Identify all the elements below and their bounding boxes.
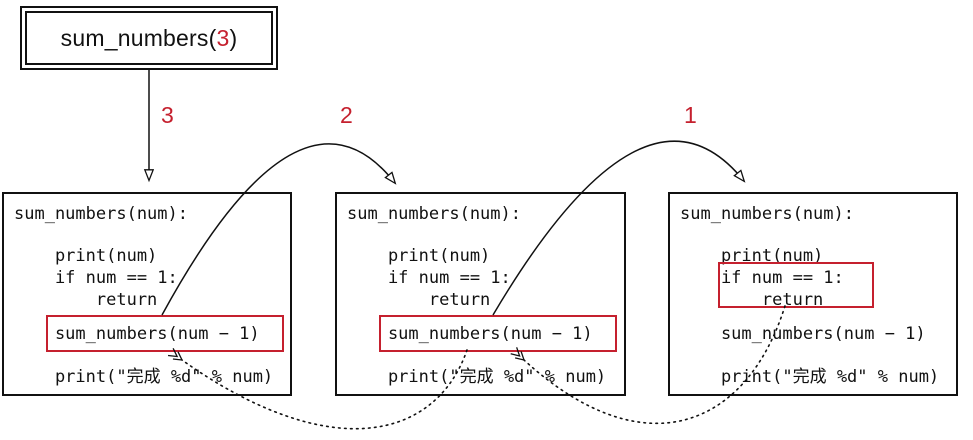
entry-call-prefix: sum_numbers(	[60, 24, 217, 51]
code-line-return: return	[680, 290, 824, 310]
code-line-def: sum_numbers(num):	[14, 204, 188, 224]
code-line-recurse: sum_numbers(num − 1)	[680, 324, 926, 344]
code-line-if: if num == 1:	[347, 268, 511, 288]
call-count-label-2: 2	[340, 102, 353, 128]
code-line-done: print("完成 %d" % num)	[14, 367, 274, 387]
code-line-recurse: sum_numbers(num − 1)	[14, 324, 260, 344]
code-line-def: sum_numbers(num):	[347, 204, 521, 224]
code-line-return: return	[14, 290, 158, 310]
code-line-print: print(num)	[680, 246, 824, 266]
code-frame-3: sum_numbers(num): print(num) if num == 1…	[668, 192, 958, 396]
code-frame-1: sum_numbers(num): print(num) if num == 1…	[2, 192, 292, 396]
code-line-if: if num == 1:	[14, 268, 178, 288]
entry-call-box: sum_numbers(3)	[20, 6, 278, 70]
entry-call-suffix: )	[229, 24, 238, 51]
call-count-label-1: 1	[684, 102, 697, 128]
code-line-done: print("完成 %d" % num)	[680, 367, 940, 387]
code-line-print: print(num)	[14, 246, 158, 266]
code-line-def: sum_numbers(num):	[680, 204, 854, 224]
code-frame-2: sum_numbers(num): print(num) if num == 1…	[335, 192, 626, 396]
entry-call-arg: 3	[216, 24, 230, 51]
code-line-print: print(num)	[347, 246, 491, 266]
code-line-return: return	[347, 290, 491, 310]
highlight-recursive-call-2	[379, 315, 617, 352]
highlight-base-case	[718, 262, 874, 308]
highlight-recursive-call-1	[46, 315, 284, 352]
code-line-done: print("完成 %d" % num)	[347, 367, 607, 387]
call-count-label-3: 3	[161, 102, 174, 128]
entry-call-label: sum_numbers(3)	[25, 11, 273, 65]
